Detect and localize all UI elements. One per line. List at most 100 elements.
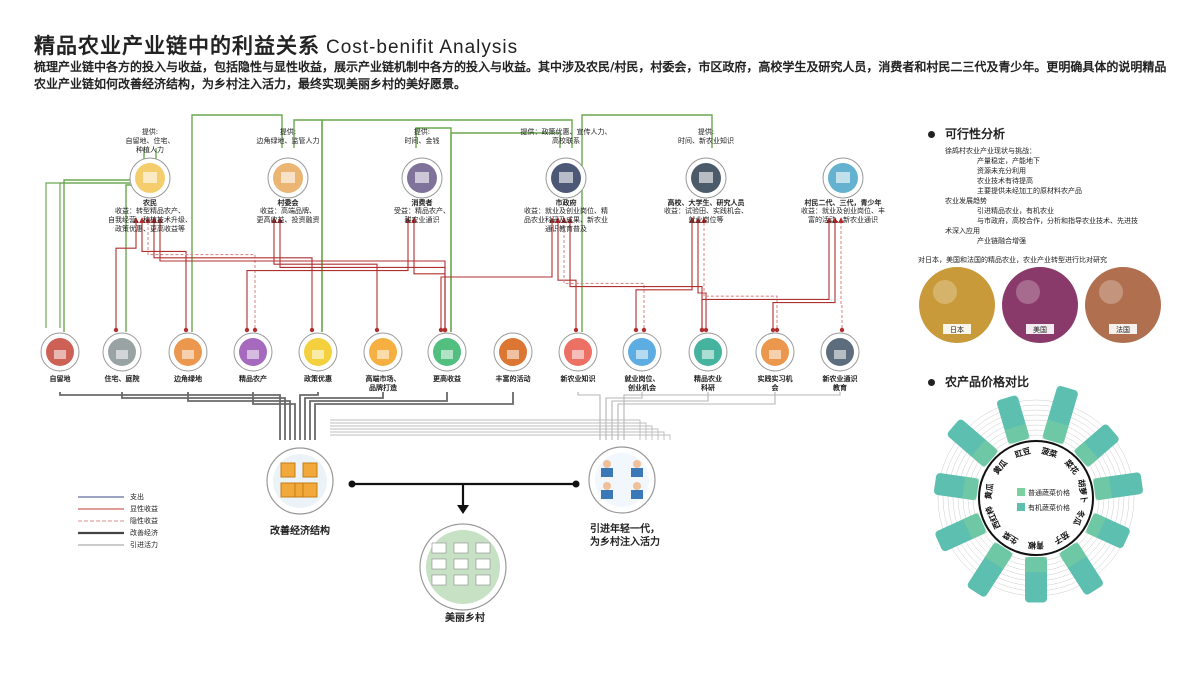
resource-label: 自留地 [49,375,71,383]
resource-node [102,332,142,372]
arrow-icon [826,217,832,224]
house-icon [431,558,447,570]
benefit-line [153,218,313,328]
resource-node [40,332,80,372]
country-photo-detail [1099,280,1123,304]
benefit-dot [309,327,315,333]
feasibility-item: 主要提供未经加工的原材料农产品 [977,187,1082,195]
outcome-line [252,392,296,440]
resource-node [688,332,728,372]
benefit-line [701,218,830,328]
regular-bar [1092,476,1113,501]
stakeholder-name: 高校、大学生、研究人员 [667,199,745,207]
house-icon [453,558,469,570]
feasibility-item: 术深入应用 [945,227,980,235]
outcome-line [617,392,776,440]
resource-label: 边角绿地 [174,375,202,383]
benefit-dot [252,327,258,333]
resource-label: 新农业通识 教育 [822,375,858,392]
village-label: 美丽乡村 [445,613,485,624]
bullet-icon [928,131,935,138]
vegetable-label: 胡萝卜 [1076,479,1089,504]
resource-icon-detail [116,350,128,359]
arrow-icon [271,217,277,224]
benefit-line [159,218,446,328]
bullet-icon [928,379,935,386]
benefit-dot [770,327,776,333]
price-heading: 农产品价格对比 [928,373,1029,390]
stakeholder-benefit: 收益：就业及创业岗位、丰 富的活动、新农业通识 [801,207,885,224]
resource-label: 丰富的活动 [495,375,531,383]
connector-dot [572,480,580,488]
economy-label: 改善经济结构 [270,526,330,537]
stakeholder-name: 村民二代、三代，青少年 [804,199,882,207]
stakeholder-icon-detail [699,172,713,183]
stakeholder-benefit: 收益：试验田、实践机会、 就业岗位等 [664,207,748,224]
stakeholder-node [685,157,727,199]
country-photo [1002,267,1078,343]
house-icon [475,574,491,586]
youth-line [330,419,641,440]
village-node [419,523,507,611]
resource-icon-detail [507,350,519,359]
stakeholder-provide: 提供: 边角绿地、监管人力 [256,128,320,145]
arrow-icon [567,217,573,224]
resource-icon-detail [312,350,324,359]
stakeholder-icon-detail [415,172,429,183]
person-icon [633,482,641,490]
provide-line [293,119,323,332]
price-legend-swatch [1017,488,1025,496]
arrow-icon [838,217,844,224]
diagram-nodes [40,157,1161,611]
stakeholder-icon-detail [836,172,850,183]
benefit-dot [641,327,647,333]
person-icon [633,460,641,468]
benefit-dot [839,327,845,333]
stakeholder-benefit: 受益：精品农产、 耕农业通识 [394,207,450,224]
person-icon [601,490,613,499]
outcome-line [314,392,514,440]
legend-label: 支出 [130,493,144,501]
arrow-icon [555,217,561,224]
resource-label: 高端市场、 品牌打造 [365,375,401,392]
benefit-dot [113,327,119,333]
inner-ring [978,440,1094,556]
country-photo-detail [1016,280,1040,304]
stakeholder-name: 农民 [143,199,157,207]
stakeholder-name: 消费者 [411,199,433,207]
stakeholder-benefit: 收益：就业及创业岗位、精 品农业科研及成果、新农业 通识教育普及 [524,207,608,233]
stakeholder-benefit: 收益：转型精品农产、 自我经营、种植技术升级、 政策优惠、更高收益等 [108,207,192,233]
regular-bar [1004,423,1030,445]
resource-node [493,332,533,372]
title-en: Cost-benifit Analysis [326,37,519,58]
resource-label: 精品农业 科研 [694,375,722,392]
person-icon [603,482,611,490]
stakeholder-icon-detail [143,172,157,183]
price-bar [934,473,980,501]
feasibility-item: 产业链融合增强 [977,237,1026,245]
benefit-line [279,218,446,328]
provide-line [321,119,573,332]
economy-node [266,447,334,515]
price-bar [947,419,999,468]
legend-label: 显性收益 [130,505,158,513]
stakeholder-provide: 提供：政策优惠、宣传人力、 高校联系 [520,128,612,145]
regular-bar [963,512,987,540]
arrow-icon [561,217,567,224]
arrow-icon [832,217,838,224]
legend-label: 改善经济 [130,529,158,537]
resource-node [820,332,860,372]
house-icon [453,574,469,586]
provide-line [581,114,713,332]
benefit-dot [244,327,250,333]
legend-label: 引进活力 [130,541,158,549]
benefit-dot [442,327,448,333]
benefit-line [703,218,778,328]
legend-lines [78,496,124,546]
benefit-dot [633,327,639,333]
resource-icon-detail [182,350,194,359]
benefit-dot [183,327,189,333]
outcome-line [59,392,281,440]
outcome-line [309,392,448,440]
resource-label: 政策优惠 [304,375,332,383]
